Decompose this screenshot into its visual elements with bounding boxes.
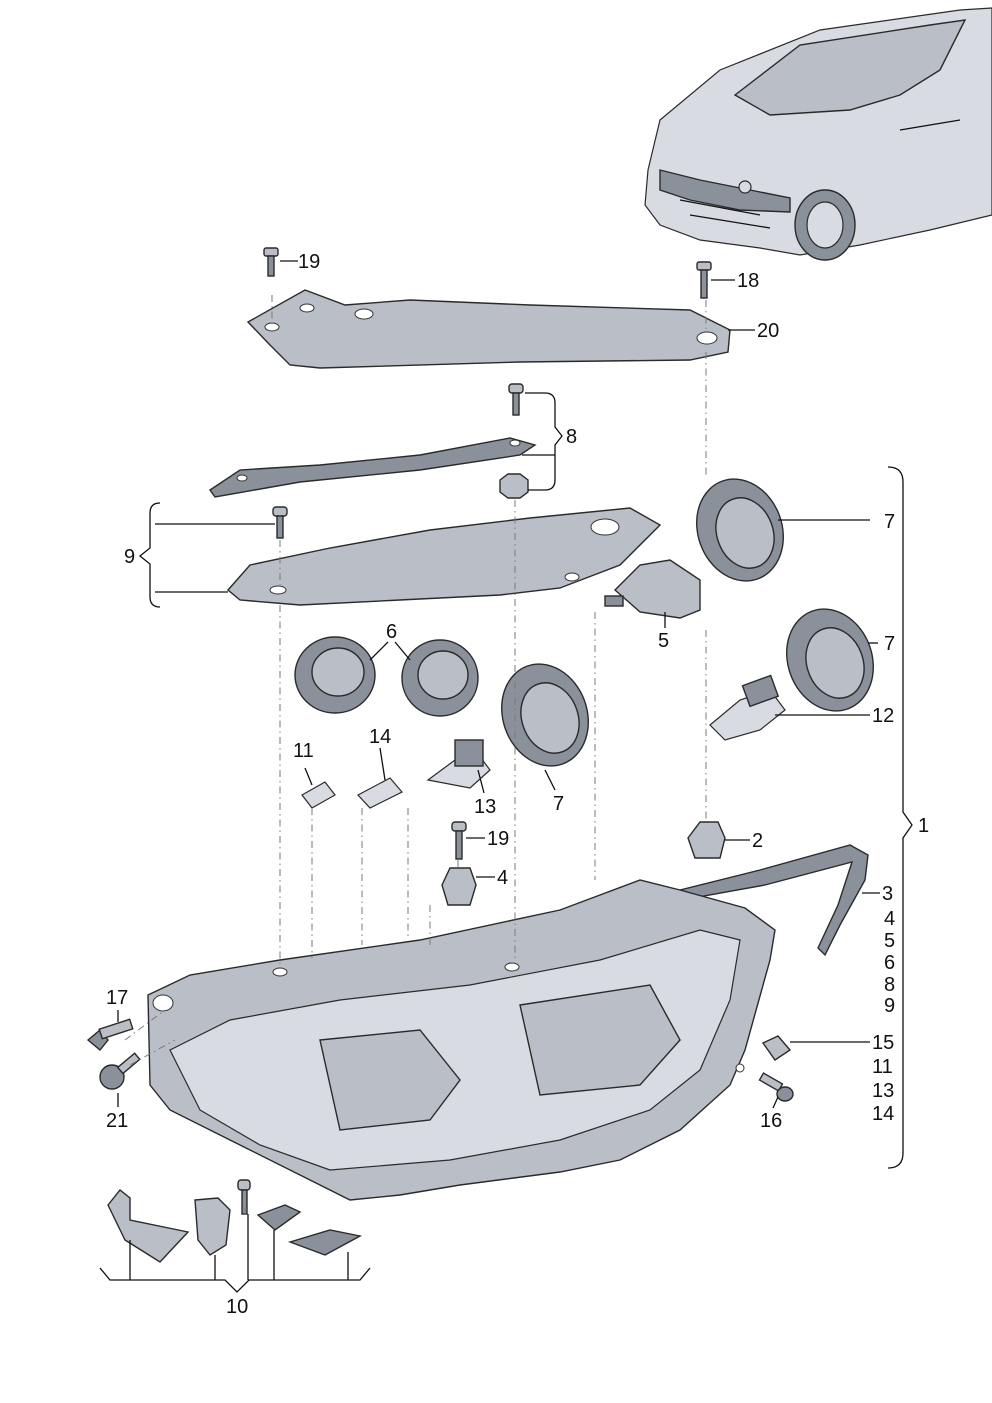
callout-11: 11: [293, 740, 314, 762]
headlight-housing-1: [147, 879, 776, 1201]
bulb-12: [709, 674, 786, 741]
callout-7-middle: 7: [553, 793, 564, 815]
callout-10: 10: [226, 1296, 248, 1318]
cap-7-lower: [786, 608, 874, 712]
callout-14: 14: [369, 726, 391, 748]
callout-16: 19: [298, 251, 320, 273]
leader-lines: [99, 260, 913, 1293]
motor-5: [604, 559, 701, 619]
callout-list-4: 4: [884, 908, 895, 930]
callout-8: 8: [566, 426, 577, 448]
callout-7-lower: 7: [884, 633, 895, 655]
bulb-13: [426, 739, 491, 789]
bracket-20: [246, 289, 731, 369]
callout-list-11: 11: [872, 1056, 893, 1078]
screw-18: [86, 1018, 134, 1051]
car-illustration: [644, 7, 992, 261]
callout-list-14: 14: [872, 1103, 894, 1125]
repair-kit-10: [107, 1179, 363, 1263]
bulb-14: [357, 777, 403, 809]
screw-19-lower: [451, 821, 467, 860]
callout-20: 20: [757, 320, 779, 342]
callout-13: 13: [474, 796, 496, 818]
callout-9: 9: [124, 546, 135, 568]
callout-12: 12: [872, 705, 894, 727]
cap-6-left: [294, 636, 376, 714]
callout-list-9: 9: [884, 995, 895, 1017]
callout-list-8: 8: [884, 974, 895, 996]
bulb-11: [301, 781, 336, 809]
clip-2: [687, 821, 726, 859]
cap-7-upper: [696, 478, 784, 582]
callout-list-6: 6: [884, 952, 895, 974]
screw-17: [758, 1072, 794, 1102]
callout-19-lower: 19: [487, 828, 509, 850]
screw-19-top: [696, 261, 712, 299]
callout-19-top: 18: [737, 270, 759, 292]
callout-list-5: 5: [884, 930, 895, 952]
callout-18: 17: [106, 987, 128, 1009]
clip-4: [441, 867, 477, 906]
cover-9: [226, 506, 662, 606]
trim-strip-8: [209, 383, 537, 499]
callout-2: 2: [752, 830, 763, 852]
cap-6-right: [401, 639, 479, 717]
seal-3: [679, 844, 869, 957]
callout-7-upper: 7: [884, 511, 895, 533]
callout-list-13: 13: [872, 1080, 894, 1102]
callout-17: 16: [760, 1110, 782, 1132]
callout-6: 6: [386, 621, 397, 643]
callout-21: 21: [106, 1110, 128, 1132]
clip-15: [761, 1035, 792, 1061]
clip-21: [99, 1052, 141, 1090]
callout-1: 1: [918, 815, 929, 837]
callout-15: 15: [872, 1032, 894, 1054]
assembly-lines: [124, 295, 707, 1214]
screw-16: [263, 247, 279, 277]
callout-4: 4: [497, 867, 508, 889]
callout-3: 3: [882, 883, 893, 905]
callout-labels: 19 18 20 8 9 7 6 5 7 12 11 14 13 7 19 2 …: [106, 251, 929, 1318]
cap-7-middle: [501, 663, 589, 767]
callout-5: 5: [658, 630, 669, 652]
